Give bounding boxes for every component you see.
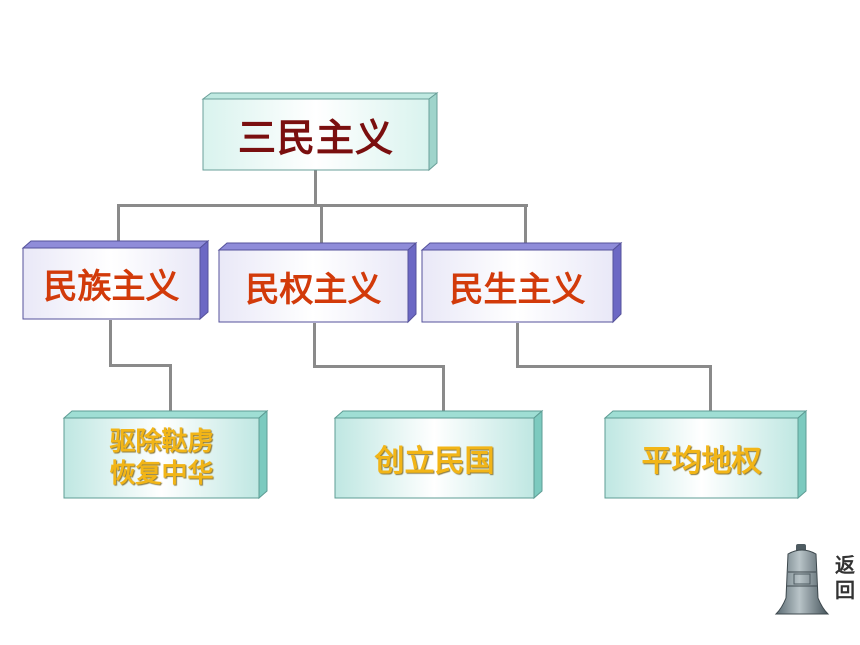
branch-box-frame-3: [420, 241, 623, 324]
branch-node-3: 民生主义: [449, 269, 586, 310]
back-button[interactable]: [774, 538, 858, 618]
back-label-line-1: 返: [835, 553, 855, 577]
detail-node-2: 创立民国: [374, 444, 495, 479]
detail-box-frame-3: [603, 409, 808, 500]
detail-node-1-line-2: 恢复中华: [109, 459, 214, 489]
detail-node-1-line-1: 驱除鞑虏: [109, 427, 214, 457]
detail-node-1: 驱除鞑虏 恢复中华: [64, 418, 259, 498]
connector-branch-3: [524, 204, 527, 244]
connector-branch-3-down: [516, 323, 519, 367]
connector-detail-3: [709, 365, 712, 412]
connector-branch-1-across: [109, 364, 172, 367]
detail-box-frame-1: [62, 409, 269, 500]
root-box-frame: [201, 92, 439, 172]
connector-branch-1-down: [109, 320, 112, 366]
bell-icon: [774, 544, 830, 615]
detail-node-3: 平均地权: [641, 444, 762, 479]
branch-box-frame-1: [21, 239, 210, 321]
connector-branch-1: [117, 204, 120, 244]
connector-branch-2: [320, 204, 323, 244]
root-node: 三民主义: [237, 116, 394, 160]
back-label-line-2: 回: [835, 578, 855, 602]
branch-node-2: 民权主义: [245, 269, 382, 310]
connector-detail-2: [442, 365, 445, 412]
connector-root-down: [314, 170, 317, 206]
branch-box-frame-2: [217, 241, 418, 324]
connector-detail-1: [169, 364, 172, 412]
back-label[interactable]: 返 回: [832, 553, 858, 603]
connector-branch-2-across: [313, 365, 445, 368]
detail-box-frame-2: [333, 409, 544, 500]
branch-node-1: 民族主义: [43, 267, 180, 307]
connector-branch-3-across: [516, 365, 712, 368]
connector-branch-2-down: [313, 323, 316, 367]
